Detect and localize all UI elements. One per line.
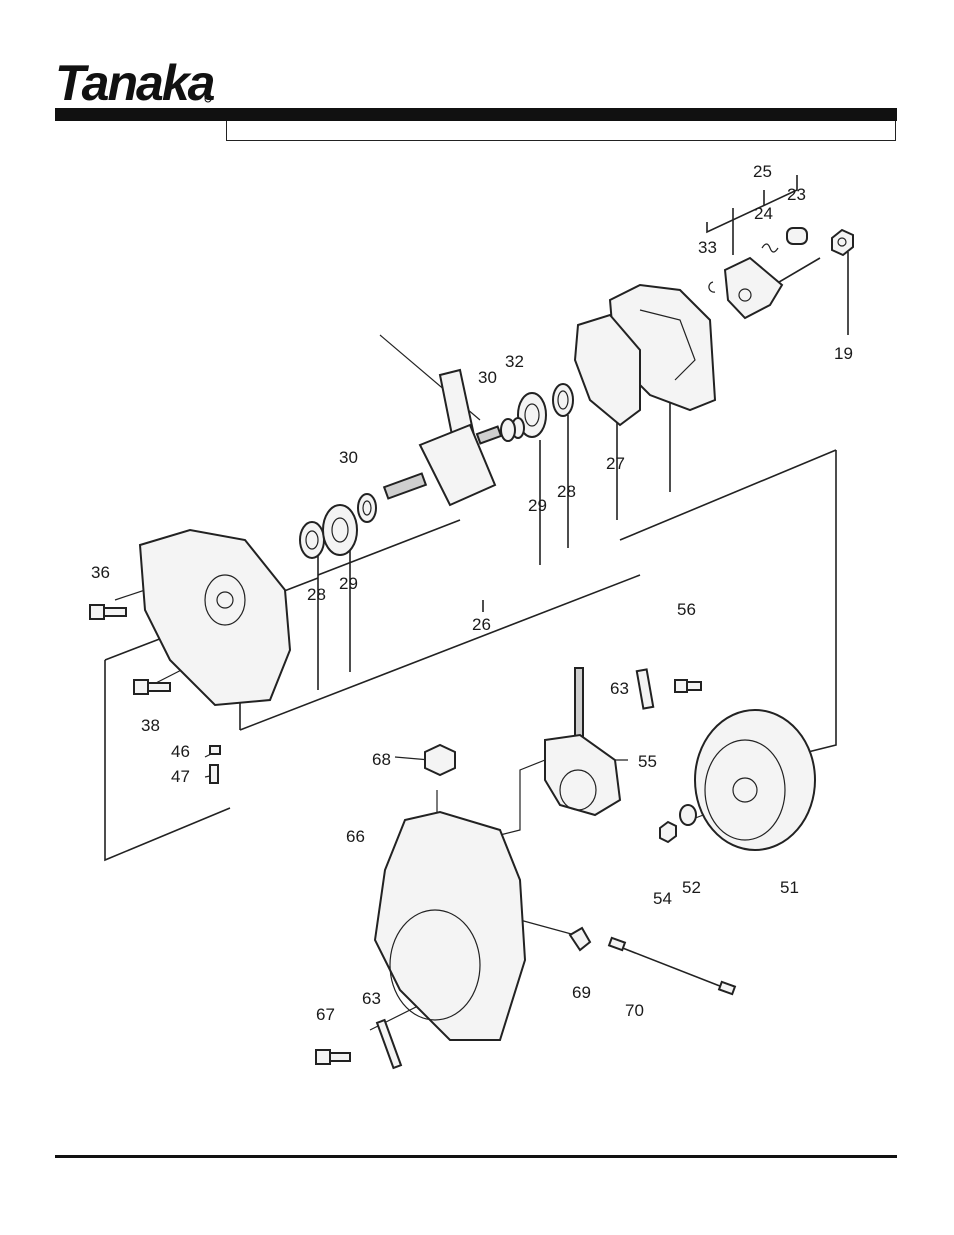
label-38: 38: [141, 716, 160, 735]
pin-23: [786, 227, 808, 245]
label-70: 70: [625, 1001, 644, 1020]
bearing-29-upper: [517, 392, 547, 438]
label-51: 51: [780, 878, 799, 897]
nut-54: [659, 820, 677, 844]
label-24: 24: [754, 204, 773, 223]
bolt-67: [315, 1049, 351, 1065]
label-63-lower: 63: [362, 989, 381, 1008]
bearing-28-lower: [299, 521, 325, 559]
label-30-lower: 30: [339, 448, 358, 467]
label-56: 56: [677, 600, 696, 619]
spring-24: [761, 243, 779, 253]
screw-47: [209, 764, 219, 784]
label-19: 19: [834, 344, 853, 363]
label-69: 69: [572, 983, 591, 1002]
label-52: 52: [682, 878, 701, 897]
ratchet-plate-25: [723, 256, 784, 320]
bearing-29-lower: [322, 504, 358, 556]
fan-housing-66: [373, 810, 527, 1041]
title-box: [226, 121, 896, 141]
label-25: 25: [753, 162, 772, 181]
label-32: 32: [505, 352, 524, 371]
label-30-upper: 30: [478, 368, 497, 387]
grommet-68: [424, 743, 456, 777]
label-28-upper: 28: [557, 482, 576, 501]
footer-rule: [55, 1155, 897, 1158]
washer-30-upper: [500, 418, 516, 442]
part-labels: 25 24 23 33 19 30 32 30 29 28 27 36 28 2…: [91, 162, 853, 1024]
crankshaft: [382, 368, 503, 507]
label-33: 33: [698, 238, 717, 257]
label-36: 36: [91, 563, 110, 582]
header-bar: [55, 108, 897, 121]
clip-33: [708, 281, 716, 293]
plate-63-upper: [635, 668, 655, 710]
wire-70: [607, 936, 737, 996]
label-29-upper: 29: [528, 496, 547, 515]
label-28-lower: 28: [307, 585, 326, 604]
clamp-69: [568, 926, 592, 952]
washer-30-lower: [357, 493, 377, 523]
plate-63-lower: [375, 1018, 403, 1070]
label-55: 55: [638, 752, 657, 771]
label-63-upper: 63: [610, 679, 629, 698]
bearing-28-upper: [552, 383, 574, 417]
label-23: 23: [787, 185, 806, 204]
label-68: 68: [372, 750, 391, 769]
label-54: 54: [653, 889, 672, 908]
hex-nut-19: [831, 228, 854, 257]
label-67: 67: [316, 1005, 335, 1024]
bolt-36: [89, 604, 127, 620]
bolt-38: [133, 679, 171, 695]
nut-46: [209, 745, 221, 755]
crankcase-half-left: [138, 528, 292, 707]
label-66: 66: [346, 827, 365, 846]
label-46: 46: [171, 742, 190, 761]
washer-52: [679, 804, 697, 826]
bolt-56: [674, 679, 702, 693]
crankcase-cover-27: [573, 283, 717, 427]
flywheel-51: [694, 709, 816, 851]
label-27: 27: [606, 454, 625, 473]
tanaka-logo: Tanaka: [55, 55, 215, 108]
ignition-coil-55: [544, 667, 622, 817]
label-47: 47: [171, 767, 190, 786]
label-29-lower: 29: [339, 574, 358, 593]
logo-wordmark: Tanaka: [55, 55, 215, 108]
label-26: 26: [472, 615, 491, 634]
